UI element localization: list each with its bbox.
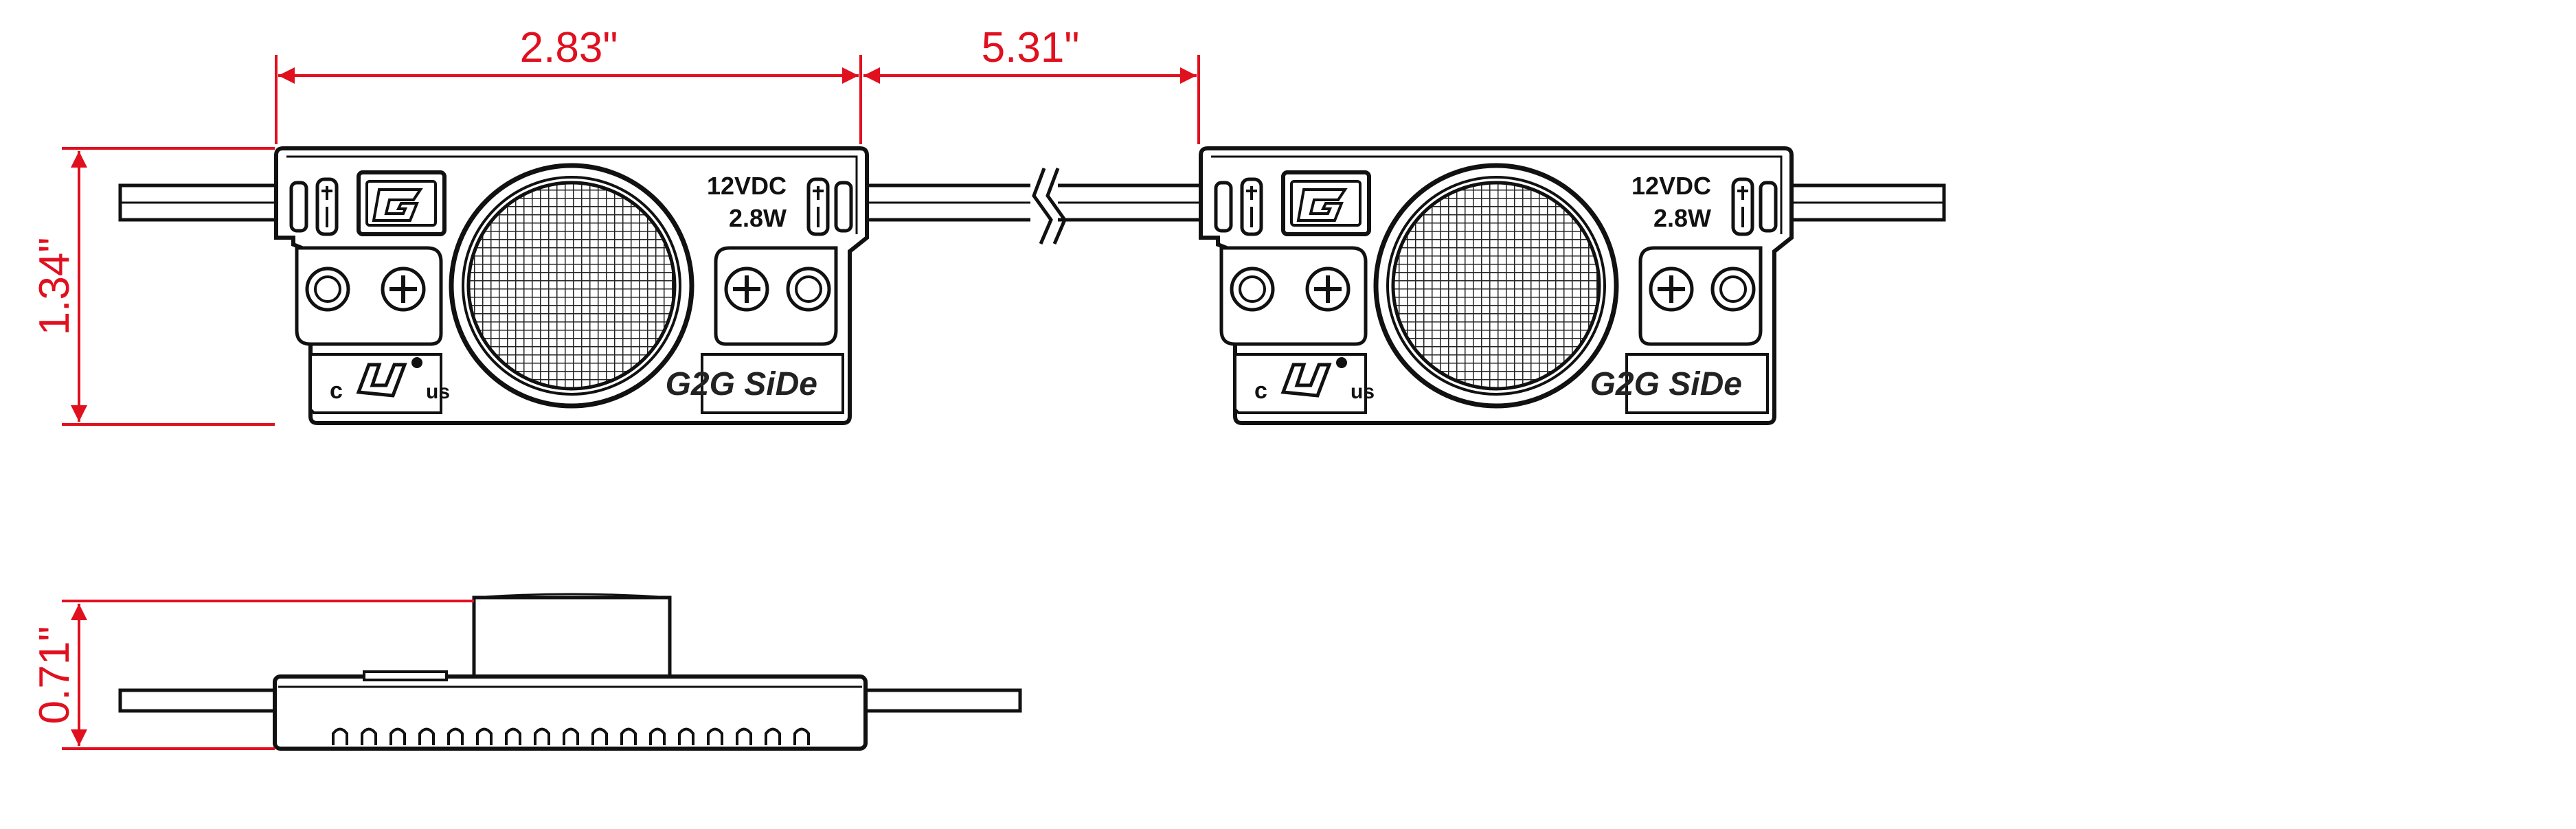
dim-side-height-label: 0.71" xyxy=(31,626,78,725)
side-rib xyxy=(476,727,493,745)
side-rib xyxy=(620,727,637,745)
side-rib xyxy=(678,727,694,745)
dim-module-height-label: 1.34" xyxy=(31,238,78,336)
side-rib xyxy=(332,727,348,745)
module-left xyxy=(118,148,1039,423)
side-rib xyxy=(736,727,752,745)
module-right xyxy=(1201,148,1946,423)
cert-us-left: us xyxy=(426,381,450,403)
voltage-label-right: 12VDC xyxy=(1631,172,1711,200)
wire-break xyxy=(1030,168,1211,245)
cert-us-right: us xyxy=(1351,381,1375,403)
side-rib xyxy=(505,727,521,745)
dim-wire-spacing: 5.31" xyxy=(863,24,1200,144)
cert-c-left: c xyxy=(330,378,343,404)
voltage-label-left: 12VDC xyxy=(707,172,787,200)
side-rib xyxy=(793,727,810,745)
side-rib xyxy=(591,727,608,745)
side-rib xyxy=(389,727,406,745)
power-label-right: 2.8W xyxy=(1653,204,1711,232)
dim-module-height: 1.34" xyxy=(31,147,275,426)
side-rib xyxy=(765,727,781,745)
dim-side-height: 0.71" xyxy=(31,600,474,750)
side-rib xyxy=(361,727,377,745)
side-rib xyxy=(649,727,666,745)
cert-c-right: c xyxy=(1254,378,1267,404)
module-side-view xyxy=(118,593,1022,751)
side-rib xyxy=(418,727,435,745)
dim-module-width-label: 2.83" xyxy=(520,24,618,71)
side-rib xyxy=(707,727,723,745)
side-rib xyxy=(447,727,464,745)
side-rib xyxy=(534,727,550,745)
side-ribs xyxy=(332,727,810,745)
power-label-left: 2.8W xyxy=(729,204,787,232)
dim-module-width: 2.83" xyxy=(275,24,862,144)
brand-label-left: G2G SiDe xyxy=(666,366,817,402)
brand-label-right: G2G SiDe xyxy=(1590,366,1742,402)
side-rib xyxy=(563,727,579,745)
dim-wire-spacing-label: 5.31" xyxy=(982,24,1080,71)
